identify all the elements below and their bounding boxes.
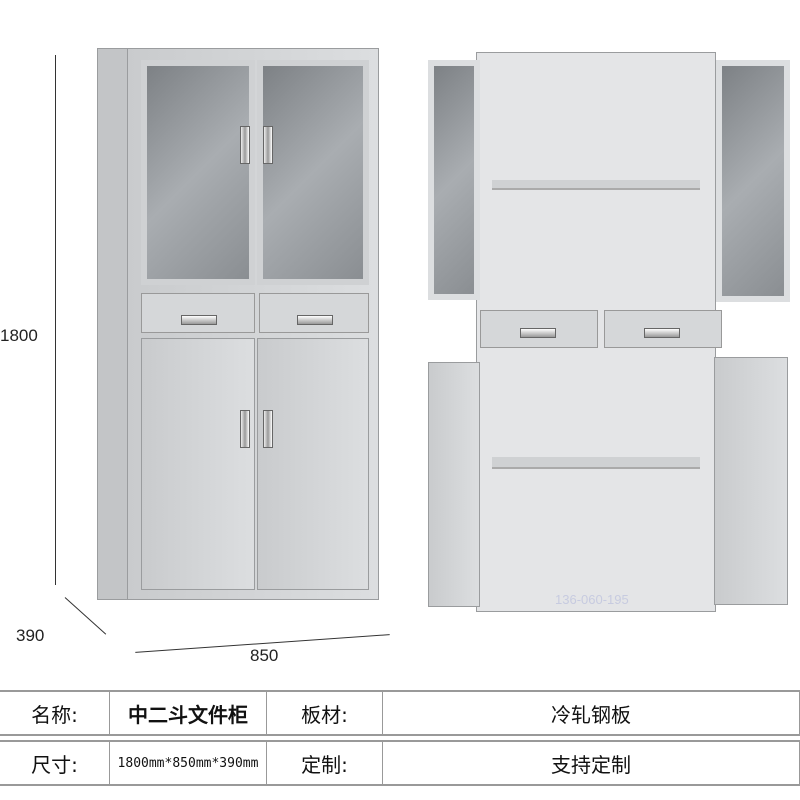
door-handle [240, 126, 250, 164]
glass-door-left [141, 60, 255, 285]
door-handle [263, 126, 273, 164]
open-glass-door-right [716, 60, 790, 302]
height-dimension-line [55, 55, 56, 585]
label-size: 尺寸: [0, 740, 110, 786]
lower-door-right [257, 338, 369, 590]
value-material: 冷轧钢板 [383, 690, 800, 736]
depth-label: 390 [16, 626, 45, 645]
label-custom: 定制: [267, 740, 383, 786]
specs-table: 名称: 中二斗文件柜 板材: 冷轧钢板 尺寸: 1800mm*850mm*390… [0, 686, 800, 790]
value-name: 中二斗文件柜 [110, 690, 267, 736]
watermark: 136-060-195 [555, 592, 629, 607]
drawer-left [141, 293, 255, 333]
depth-dimension-line [64, 597, 107, 635]
height-label: 1800 [0, 326, 38, 345]
label-name: 名称: [0, 690, 110, 736]
table-row: 尺寸: 1800mm*850mm*390mm 定制: 支持定制 [0, 740, 800, 786]
table-row: 名称: 中二斗文件柜 板材: 冷轧钢板 [0, 690, 800, 736]
glass-door-right [257, 60, 369, 285]
open-cabinet: 136-060-195 [428, 52, 790, 617]
open-glass-door-left [428, 60, 480, 300]
value-size: 1800mm*850mm*390mm [110, 740, 267, 786]
width-label: 850 [250, 646, 279, 665]
label-material: 板材: [267, 690, 383, 736]
value-custom: 支持定制 [383, 740, 800, 786]
drawer-right [259, 293, 369, 333]
lower-door-left [141, 338, 255, 590]
closed-cabinet [97, 48, 379, 600]
